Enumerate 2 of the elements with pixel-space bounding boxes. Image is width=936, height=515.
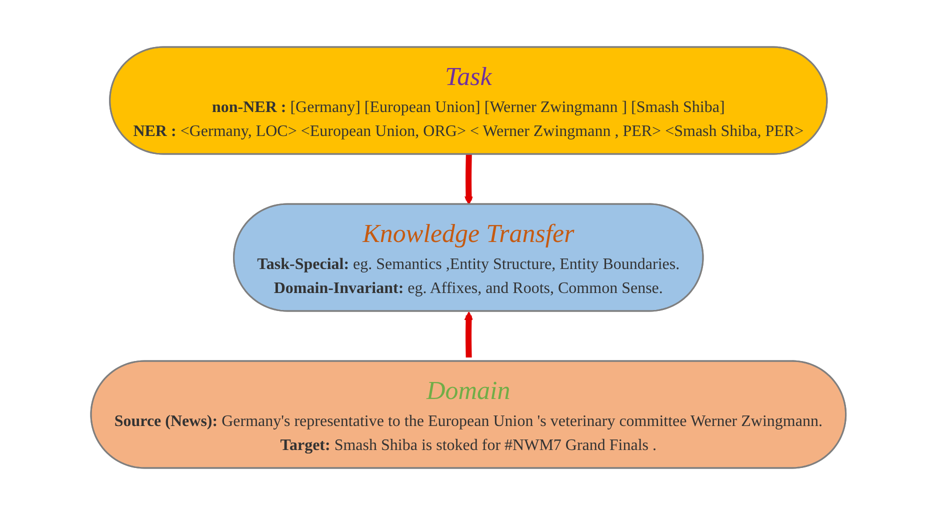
arrow bbox=[464, 154, 473, 205]
arrow bbox=[464, 312, 473, 358]
